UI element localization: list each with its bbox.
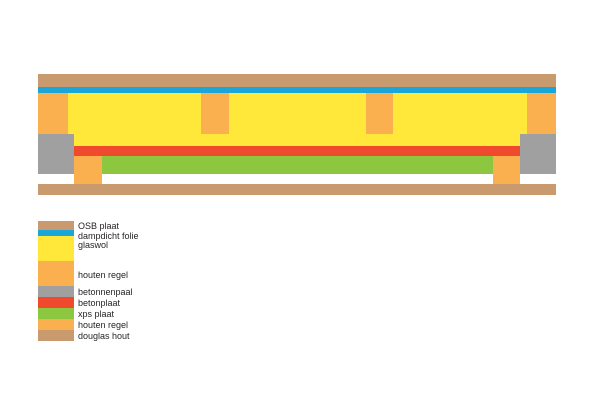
legend-label: houten regel [78, 320, 129, 330]
legend-label: betonnenpaal [78, 287, 133, 297]
wooden-batten-top-2 [201, 93, 229, 134]
wooden-batten-bottom-left [74, 156, 102, 184]
douglas-wood-layer [38, 184, 556, 195]
wooden-batten-top-4 [527, 93, 556, 134]
legend-swatch-osb [38, 221, 74, 230]
legend-label: xps plaat [78, 309, 115, 319]
concrete-slab-layer [74, 146, 520, 156]
legend-label: glaswol [78, 240, 109, 250]
legend-swatch-glaswol [38, 236, 74, 261]
legend-swatch-betonnenpaal [38, 286, 74, 297]
legend-label: dampdicht folie [78, 231, 139, 241]
legend-label: houten regel [78, 270, 129, 280]
xps-plate-layer [102, 156, 493, 174]
legend-swatch-douglas [38, 330, 74, 341]
legend-swatch-dampdicht [38, 230, 74, 236]
concrete-post-left [38, 134, 74, 174]
legend-label: douglas hout [78, 331, 130, 341]
legend-swatch-betonplaat [38, 297, 74, 308]
concrete-post-right [520, 134, 556, 174]
legend-swatch-houten-regel [38, 261, 74, 286]
osb-plate-layer [38, 74, 556, 87]
legend-swatch-xps [38, 308, 74, 319]
vapor-barrier-layer [38, 87, 556, 93]
wooden-batten-top-3 [366, 93, 393, 134]
legend-label: OSB plaat [78, 221, 120, 231]
glass-wool-layer [38, 93, 556, 146]
legend-swatch-houten-regel [38, 319, 74, 330]
legend-label: betonplaat [78, 298, 121, 308]
wooden-batten-top-1 [38, 93, 68, 134]
wooden-batten-bottom-right [493, 156, 520, 184]
